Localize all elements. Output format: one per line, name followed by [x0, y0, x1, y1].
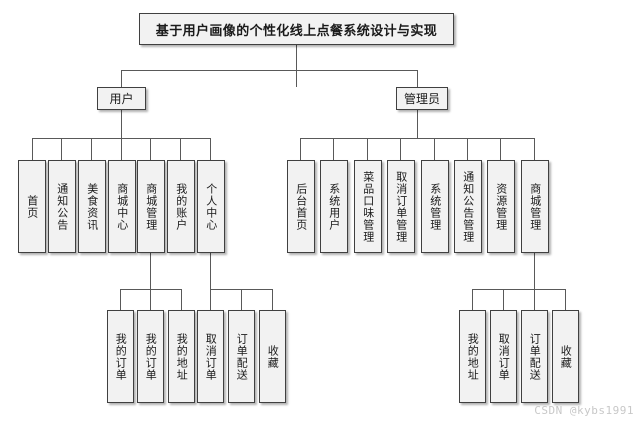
- admin-child-label-2: 系统用户: [327, 182, 341, 231]
- admin-child-label-8: 商城管理: [528, 182, 542, 231]
- connector-user-drop-3: [91, 138, 92, 160]
- branch-label-admin: 管理员: [403, 92, 440, 106]
- user-child-label-3: 美食资讯: [85, 182, 99, 231]
- watermark-text: CSDN @kybs1991: [534, 404, 634, 417]
- user-child-label-5: 商城管理: [144, 182, 158, 231]
- connector-root-stem: [296, 45, 297, 87]
- admin-child-label-5: 系统管理: [428, 182, 442, 231]
- admin-child-node-6[interactable]: 通知公告管理: [454, 160, 482, 253]
- connector-admin-stem: [417, 110, 418, 138]
- connector-admin-drop-6: [467, 138, 468, 160]
- connector-leafgroup3-bus: [472, 289, 565, 290]
- connector-user-drop-4: [121, 138, 122, 160]
- branch-node-user[interactable]: 用户: [97, 87, 146, 110]
- admin-child-label-6: 通知公告管理: [461, 170, 475, 243]
- leafgroup1-label-3: 我的地址: [175, 332, 189, 381]
- connector-leafgroup2-drop-3: [272, 289, 273, 310]
- connector-leafgroup3-stem: [534, 253, 535, 289]
- admin-child-label-3: 菜品口味管理: [361, 170, 375, 243]
- connector-leafgroup2-drop-1: [210, 289, 211, 310]
- connector-leafgroup2-drop-2: [241, 289, 242, 310]
- connector-leafgroup3-drop-4: [565, 289, 566, 310]
- leafgroup2-label-2: 订单配送: [235, 332, 249, 381]
- connector-admin-bus: [300, 138, 534, 139]
- leafgroup1-node-3[interactable]: 我的地址: [168, 310, 195, 403]
- leafgroup3-node-2[interactable]: 取消订单: [490, 310, 517, 403]
- admin-child-node-1[interactable]: 后台首页: [287, 160, 315, 253]
- connector-user-drop-1: [32, 138, 33, 160]
- connector-admin-drop-3: [367, 138, 368, 160]
- connector-leafgroup3-drop-1: [472, 289, 473, 310]
- admin-child-node-2[interactable]: 系统用户: [320, 160, 348, 253]
- leafgroup1-label-1: 我的订单: [114, 332, 128, 381]
- connector-admin-drop-5: [434, 138, 435, 160]
- user-child-label-7: 个人中心: [204, 182, 218, 231]
- user-child-label-2: 通知公告: [55, 182, 69, 231]
- leafgroup3-label-1: 我的地址: [466, 332, 480, 381]
- connector-leafgroup1-stem: [150, 253, 151, 289]
- connector-user-drop-7: [210, 138, 211, 160]
- connector-user-drop-2: [61, 138, 62, 160]
- leafgroup3-label-2: 取消订单: [497, 332, 511, 381]
- user-child-node-7[interactable]: 个人中心: [197, 160, 225, 253]
- user-child-node-3[interactable]: 美食资讯: [78, 160, 106, 253]
- user-child-label-1: 首页: [25, 194, 39, 219]
- user-child-node-6[interactable]: 我的账户: [167, 160, 195, 253]
- connector-leafgroup3-drop-2: [503, 289, 504, 310]
- leafgroup2-label-1: 取消订单: [204, 332, 218, 381]
- admin-child-node-4[interactable]: 取消订单管理: [387, 160, 415, 253]
- connector-user-stem: [121, 110, 122, 138]
- leafgroup1-node-2[interactable]: 我的订单: [137, 310, 164, 403]
- connector-user-drop-5: [150, 138, 151, 160]
- admin-child-node-3[interactable]: 菜品口味管理: [354, 160, 382, 253]
- connector-admin-drop-1: [300, 138, 301, 160]
- connector-to-user: [121, 70, 122, 87]
- leafgroup3-node-3[interactable]: 订单配送: [521, 310, 548, 403]
- leafgroup3-label-3: 订单配送: [528, 332, 542, 381]
- user-child-node-4[interactable]: 商城中心: [108, 160, 136, 253]
- connector-admin-drop-4: [400, 138, 401, 160]
- user-child-label-6: 我的账户: [174, 182, 188, 231]
- leafgroup3-node-1[interactable]: 我的地址: [459, 310, 486, 403]
- connector-to-admin: [417, 70, 418, 87]
- user-child-node-5[interactable]: 商城管理: [137, 160, 165, 253]
- root-title-node[interactable]: 基于用户画像的个性化线上点餐系统设计与实现: [139, 13, 454, 45]
- connector-leafgroup2-stem: [210, 253, 211, 289]
- leafgroup2-node-3[interactable]: 收藏: [259, 310, 286, 403]
- admin-child-label-7: 资源管理: [494, 182, 508, 231]
- connector-leafgroup3-drop-3: [534, 289, 535, 310]
- leafgroup1-label-2: 我的订单: [144, 332, 158, 381]
- admin-child-label-1: 后台首页: [294, 182, 308, 231]
- root-title-label: 基于用户画像的个性化线上点餐系统设计与实现: [155, 23, 438, 39]
- user-child-node-1[interactable]: 首页: [18, 160, 46, 253]
- leafgroup3-label-4: 收藏: [559, 344, 573, 369]
- connector-user-drop-6: [180, 138, 181, 160]
- leafgroup3-node-4[interactable]: 收藏: [552, 310, 579, 403]
- admin-child-label-4: 取消订单管理: [394, 170, 408, 243]
- user-child-node-2[interactable]: 通知公告: [48, 160, 76, 253]
- admin-child-node-7[interactable]: 资源管理: [487, 160, 515, 253]
- connector-leafgroup1-drop-3: [181, 289, 182, 310]
- connector-leafgroup1-drop-2: [150, 289, 151, 310]
- leafgroup2-node-2[interactable]: 订单配送: [228, 310, 255, 403]
- connector-admin-drop-8: [534, 138, 535, 160]
- leafgroup2-label-3: 收藏: [266, 344, 280, 369]
- admin-child-node-8[interactable]: 商城管理: [521, 160, 549, 253]
- connector-admin-drop-7: [500, 138, 501, 160]
- connector-leafgroup1-drop-1: [120, 289, 121, 310]
- connector-admin-drop-2: [333, 138, 334, 160]
- leafgroup2-node-1[interactable]: 取消订单: [197, 310, 224, 403]
- connector-root-bus: [121, 70, 417, 71]
- branch-label-user: 用户: [109, 92, 134, 106]
- branch-node-admin[interactable]: 管理员: [396, 87, 448, 110]
- user-child-label-4: 商城中心: [115, 182, 129, 231]
- admin-child-node-5[interactable]: 系统管理: [421, 160, 449, 253]
- leafgroup1-node-1[interactable]: 我的订单: [107, 310, 134, 403]
